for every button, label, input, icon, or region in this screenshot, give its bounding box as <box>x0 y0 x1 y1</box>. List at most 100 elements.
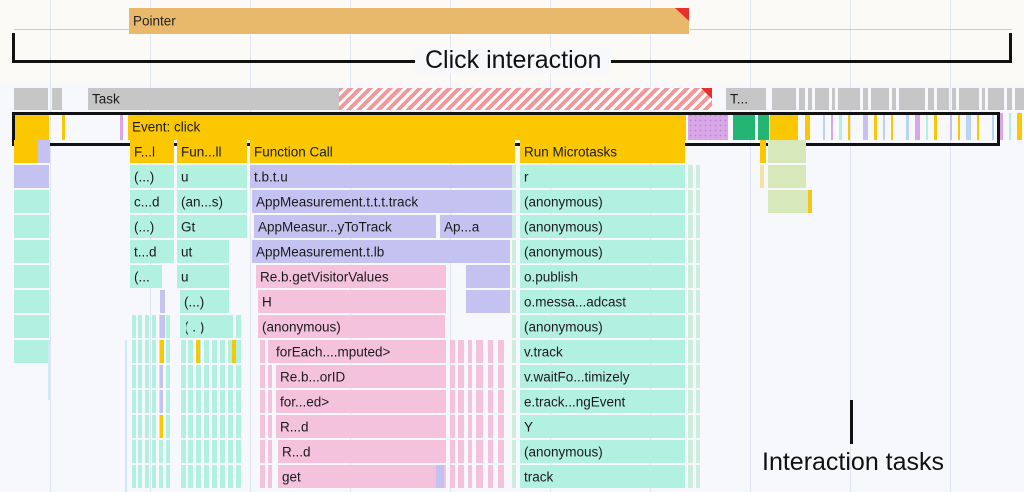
flame-sliver <box>160 315 165 338</box>
flame-block[interactable]: e.track...ngEvent <box>520 390 685 413</box>
flame-block-unlabeled[interactable] <box>14 340 49 363</box>
flame-sliver <box>450 365 455 388</box>
flame-sliver <box>188 415 193 438</box>
flame-block[interactable]: r <box>520 165 685 188</box>
flame-sliver <box>696 165 700 188</box>
flame-block-label: forEach....mputed> <box>276 345 390 359</box>
flame-sliver <box>832 88 835 110</box>
task-block[interactable] <box>14 88 48 110</box>
flame-block[interactable]: (anonymous) <box>520 440 685 463</box>
flame-block[interactable]: v.track <box>520 340 685 363</box>
flame-block[interactable]: Re.b...orID <box>276 365 446 388</box>
flame-sliver <box>212 415 217 438</box>
gridline <box>750 0 751 492</box>
flame-block[interactable]: c...d <box>130 190 174 213</box>
flame-block-label: (an...s) <box>181 195 223 209</box>
flame-block[interactable]: (...) <box>180 290 229 313</box>
flame-block[interactable]: AppMeasurement.t.lb <box>252 240 510 263</box>
flame-block[interactable]: H <box>258 290 446 313</box>
pointer-baseline-right <box>690 29 1012 30</box>
flame-sliver <box>688 290 693 313</box>
flame-block[interactable]: t...d <box>130 240 174 263</box>
flame-block[interactable]: (anonymous) <box>258 315 445 338</box>
flame-sliver <box>937 88 949 110</box>
flame-sliver <box>220 415 225 438</box>
flame-block-unlabeled[interactable] <box>14 190 49 213</box>
flame-block-label: Re.b...orID <box>280 370 345 384</box>
flame-block-unlabeled[interactable] <box>14 240 49 263</box>
flame-block[interactable]: Re.b.getVisitorValues <box>256 265 446 288</box>
flame-sliver <box>166 440 170 463</box>
flame-sliver <box>212 365 217 388</box>
flame-block-unlabeled[interactable] <box>14 265 49 288</box>
flame-sliver <box>32 315 36 338</box>
flame-block[interactable]: Y <box>520 415 685 438</box>
flame-sliver <box>488 365 493 388</box>
flame-block[interactable]: (...) <box>130 165 174 188</box>
flame-block[interactable]: R...d <box>276 415 446 438</box>
flame-block-unlabeled[interactable] <box>466 290 510 313</box>
flame-block[interactable]: (anonymous) <box>520 240 685 263</box>
flame-sliver <box>236 365 241 388</box>
interaction-pointer-bar[interactable]: Pointer <box>129 8 689 34</box>
flame-block[interactable]: Function Call <box>250 140 515 163</box>
flame-block[interactable]: (...) <box>130 215 174 238</box>
flame-block[interactable]: F...l <box>130 140 174 163</box>
flame-block-label: track <box>524 470 553 484</box>
flame-block[interactable]: get <box>278 465 446 488</box>
flame-sliver <box>450 440 455 463</box>
flame-block[interactable]: (anonymous) <box>520 190 685 213</box>
flame-sliver <box>512 340 516 363</box>
flame-block[interactable]: t.b.t.u <box>250 165 515 188</box>
flame-block[interactable]: u <box>177 265 229 288</box>
flame-block[interactable]: (... <box>130 265 162 288</box>
flame-sliver <box>166 465 170 488</box>
flame-sliver <box>498 465 504 488</box>
flame-block[interactable]: (anonymous) <box>520 215 685 238</box>
task-block-main[interactable]: Task <box>88 88 339 110</box>
flame-sliver <box>268 415 272 438</box>
flame-sliver <box>145 315 149 338</box>
flame-sliver <box>696 465 700 488</box>
flame-block-label: AppMeasurement.t.lb <box>256 245 384 259</box>
flame-block[interactable]: forEach....mputed> <box>272 340 446 363</box>
flame-sliver <box>688 440 693 463</box>
flame-block[interactable]: Fun...ll <box>177 140 247 163</box>
flame-block[interactable]: o.publish <box>520 265 685 288</box>
flame-sliver <box>132 440 136 463</box>
flame-block[interactable]: track <box>520 465 685 488</box>
flame-block-label: for...ed> <box>280 395 329 409</box>
flame-sliver <box>260 440 265 463</box>
flame-sliver <box>196 390 201 413</box>
task-block[interactable] <box>52 88 62 110</box>
flame-block-unlabeled[interactable] <box>14 215 49 238</box>
flame-block-label: (... <box>134 270 150 284</box>
flame-block[interactable]: AppMeasurement.t.t.t.track <box>252 190 515 213</box>
flame-block[interactable]: AppMeasur...yToTrack <box>254 215 436 238</box>
flame-block-unlabeled[interactable] <box>466 265 510 288</box>
task-block-long-hatched[interactable] <box>339 88 712 110</box>
flame-sliver <box>160 290 165 313</box>
flame-block[interactable]: u <box>177 165 247 188</box>
flame-block[interactable]: Gt <box>177 215 247 238</box>
flame-block[interactable]: R...d <box>278 440 446 463</box>
flame-block[interactable]: v.waitFo...timizely <box>520 365 685 388</box>
flame-block[interactable]: (anonymous) <box>520 315 685 338</box>
flame-sliver <box>204 365 209 388</box>
task-warning-triangle-icon <box>701 88 712 99</box>
flame-sliver <box>688 265 693 288</box>
flame-block[interactable]: ut <box>177 240 229 263</box>
flame-sliver <box>260 340 265 363</box>
flame-block[interactable]: o.messa...adcast <box>520 290 685 313</box>
flame-block-label: u <box>181 170 189 184</box>
flame-block[interactable]: Run Microtasks <box>520 140 685 163</box>
task-block-label: Task <box>92 92 120 106</box>
flame-block[interactable]: for...ed> <box>276 390 446 413</box>
flame-block[interactable]: (an...s) <box>177 190 247 213</box>
flame-sliver <box>476 390 483 413</box>
flame-sliver <box>145 465 149 488</box>
task-block-short[interactable]: T... <box>726 88 766 110</box>
flame-block-unlabeled[interactable] <box>14 165 49 188</box>
flame-block[interactable]: Ap...a <box>440 215 515 238</box>
flame-sliver <box>188 315 193 338</box>
